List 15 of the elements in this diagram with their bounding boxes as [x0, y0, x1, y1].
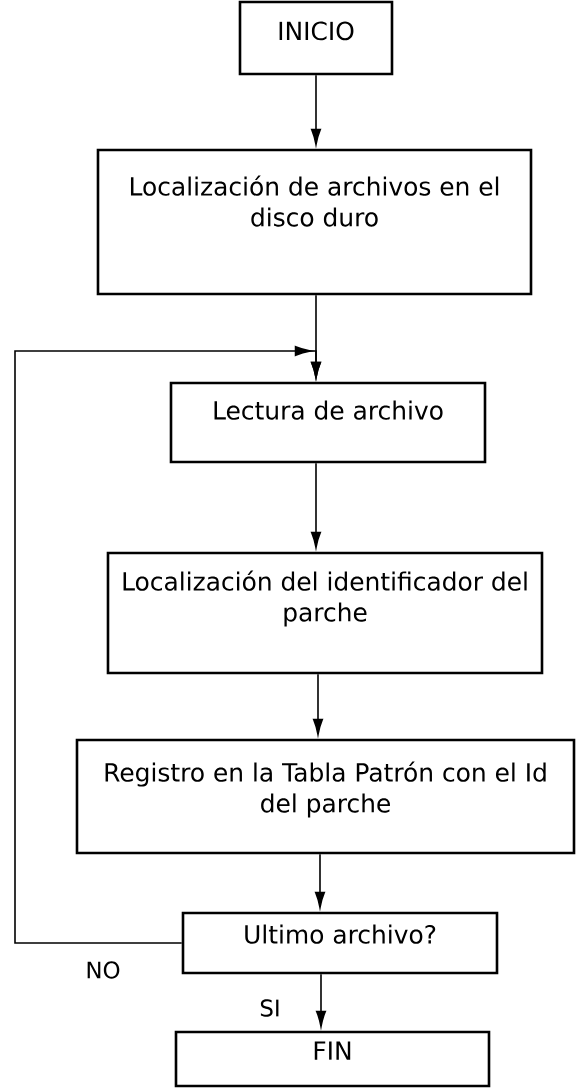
process-box: Ultimo archivo? — [181, 911, 499, 975]
arrow — [310, 74, 322, 146]
process-box: Lectura de archivo — [169, 381, 487, 464]
edge-label: SI — [260, 999, 279, 1017]
arrow — [315, 973, 327, 1028]
process-box: Localización del identificador del parche — [106, 551, 544, 675]
edge-label: NO — [87, 961, 120, 979]
arrow — [310, 462, 322, 549]
arrow — [314, 853, 326, 909]
arrow — [312, 673, 324, 736]
loop-arrow — [14, 345, 322, 944]
process-box: Localización de archivos en el disco duro — [96, 148, 533, 296]
process-box: FIN — [174, 1030, 491, 1088]
process-box: INICIO — [238, 0, 394, 76]
process-box: Registro en la Tabla Patrón con el Id del parche — [75, 738, 576, 855]
